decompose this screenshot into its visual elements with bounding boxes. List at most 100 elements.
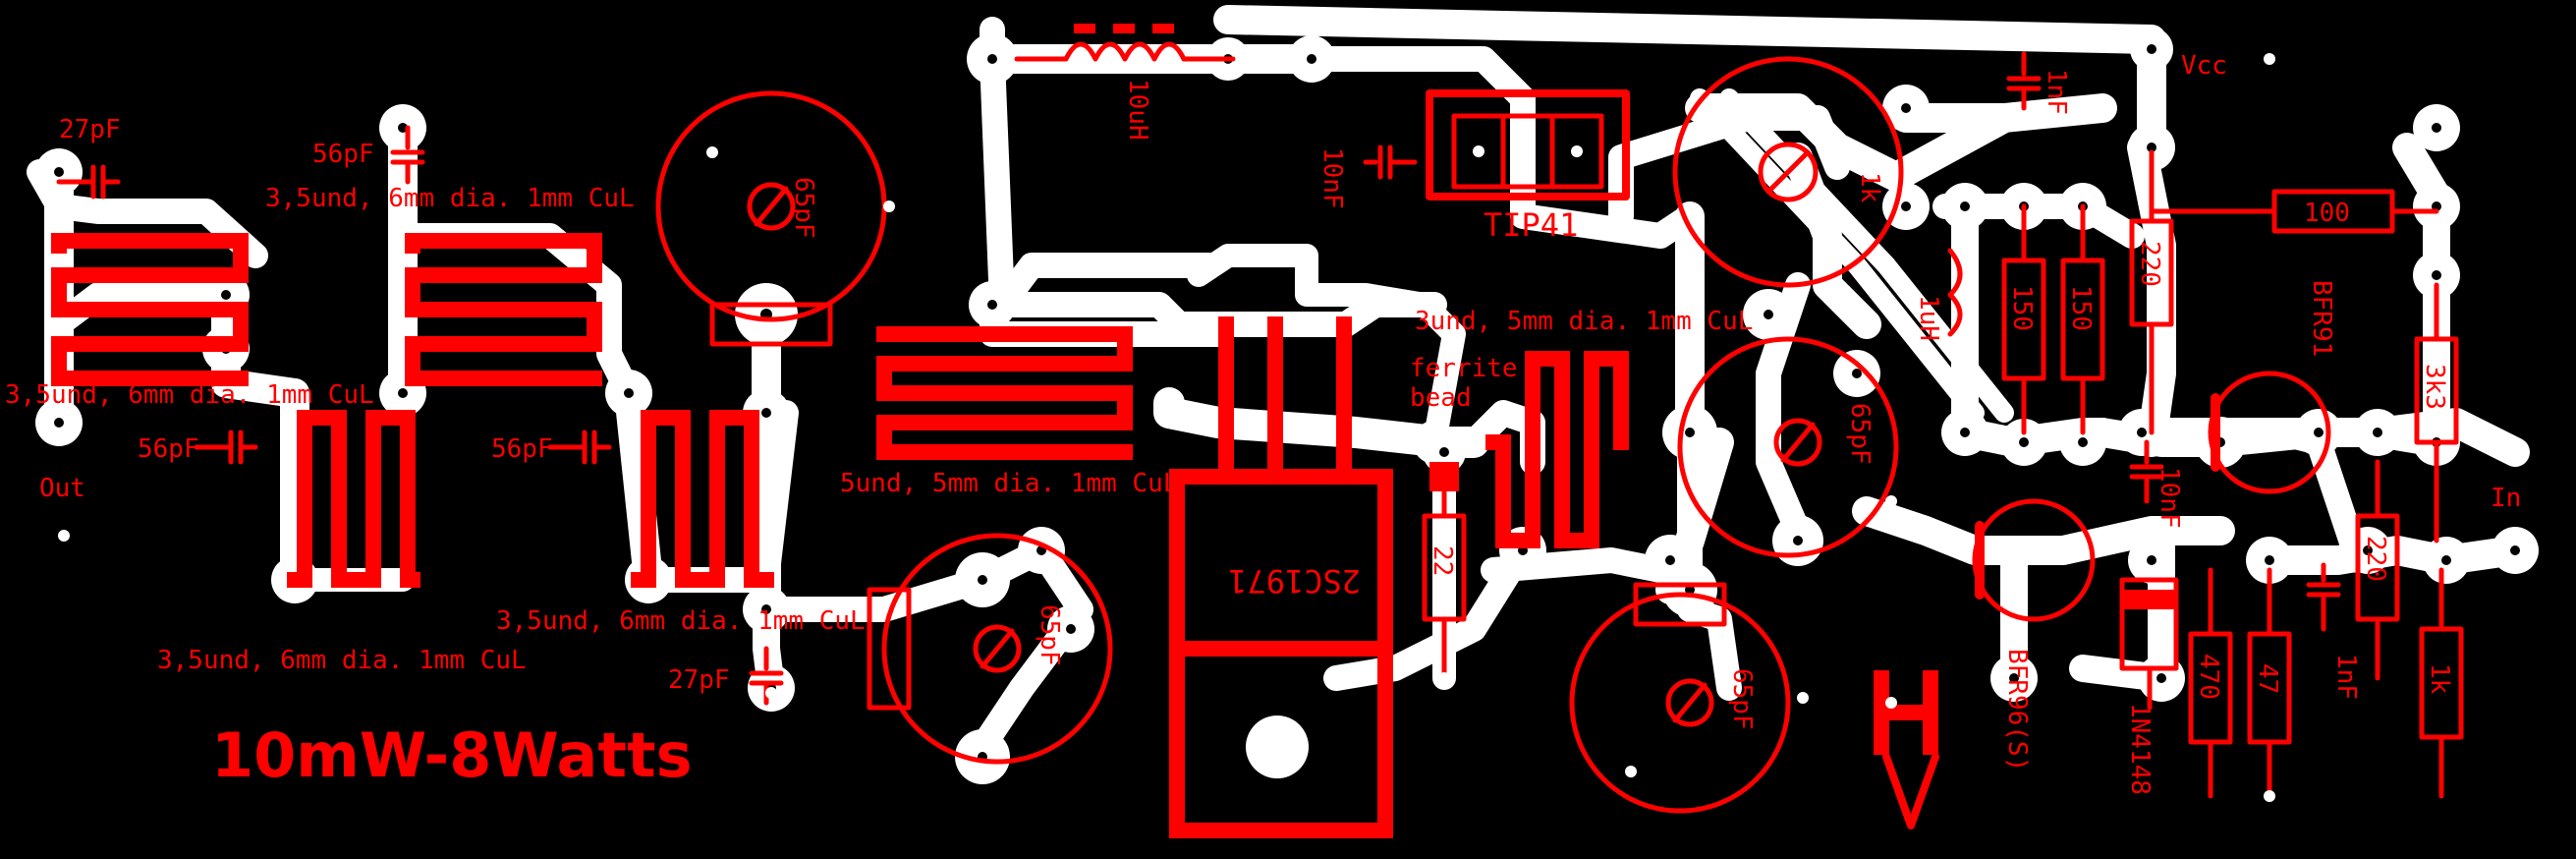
in-label: In bbox=[2491, 484, 2521, 513]
capacitors bbox=[56, 51, 2341, 706]
bead-label: bead bbox=[1410, 383, 1472, 413]
pad bbox=[1288, 35, 1335, 83]
potentiometer-1k: 1k bbox=[1672, 56, 1904, 288]
pad bbox=[1882, 85, 1930, 132]
vias bbox=[58, 53, 2506, 802]
tip41-label: TIP41 bbox=[1484, 206, 1578, 244]
coil-spec-label: 3und, 5mm dia. 1mm CuL bbox=[1415, 307, 1753, 336]
inductor-1uh: 1uH bbox=[1914, 248, 1963, 341]
cap-label-10nf-top: 10nF bbox=[1317, 147, 1347, 209]
resistor-r3k3: 3k3 bbox=[2414, 282, 2459, 544]
resistor-label: 150 bbox=[2007, 285, 2037, 331]
cap-label-1nf-top: 1nF bbox=[2042, 69, 2071, 115]
trimmer-capacitor: 65pF bbox=[1677, 336, 1899, 558]
trimmer-label: 65pF bbox=[1035, 604, 1064, 666]
capacitor bbox=[56, 164, 121, 200]
diode-label: 1N4148 bbox=[2125, 703, 2155, 795]
resistor-label: 220 bbox=[2361, 536, 2390, 582]
resistor-r220-b: 220 bbox=[2355, 459, 2400, 681]
pad bbox=[1743, 289, 1794, 340]
pot-label: 1k bbox=[1855, 172, 1884, 203]
coil-l4 bbox=[631, 410, 774, 588]
pad bbox=[1990, 655, 2038, 702]
trimmer-label: 65pF bbox=[789, 177, 818, 239]
coil-spec-label: 3,5und, 6mm dia. 1mm CuL bbox=[157, 646, 527, 675]
resistor-label: 3k3 bbox=[2420, 364, 2449, 410]
resistor-label: 470 bbox=[2194, 654, 2223, 700]
ferrite-bead bbox=[1429, 462, 1459, 491]
pad bbox=[1645, 535, 1696, 586]
bfr91-label: BFR91 bbox=[2307, 280, 2336, 357]
pad bbox=[35, 399, 83, 446]
coil-l5 bbox=[876, 326, 1133, 460]
pad bbox=[1882, 183, 1930, 230]
vcc-label: Vcc bbox=[2181, 51, 2227, 81]
trimmer-capacitor: 65pF bbox=[867, 533, 1113, 765]
pad bbox=[2413, 104, 2460, 151]
pad bbox=[2423, 537, 2470, 584]
resistor-r1k: 1k bbox=[2419, 567, 2464, 799]
choke-label: 10uH bbox=[1123, 79, 1152, 141]
cap-label-56pf-top: 56pF bbox=[312, 140, 374, 169]
pad bbox=[1018, 527, 1065, 574]
coil-l6 bbox=[1485, 351, 1629, 548]
resistor-label: 100 bbox=[2304, 199, 2350, 228]
resistor-label: 220 bbox=[2135, 241, 2164, 287]
pad bbox=[1772, 515, 1823, 566]
pad bbox=[35, 148, 83, 196]
cap-label-10nf-mid: 10nF bbox=[2155, 467, 2184, 529]
pad bbox=[379, 104, 426, 151]
trimmers: 65pF 65pF 65pF 65pF bbox=[655, 90, 1899, 814]
pad bbox=[1941, 183, 1988, 230]
pad bbox=[743, 586, 790, 633]
capacitor bbox=[2129, 439, 2164, 504]
pad bbox=[969, 281, 1016, 328]
coil-spec-label: 3,5und, 6mm dia. 1mm CuL bbox=[265, 184, 635, 213]
bfr96-transistor: BFR96(S) bbox=[1972, 498, 2096, 772]
resistor-r470: 470 bbox=[2188, 567, 2233, 799]
resistor-label: 1k bbox=[2425, 663, 2454, 695]
pad bbox=[2354, 409, 2401, 456]
pad bbox=[2128, 124, 2175, 171]
pad bbox=[1662, 405, 1717, 460]
resistors: 150 150 220 100 3k3 22 bbox=[1422, 149, 2464, 799]
coil-spec-label: 3,5und, 6mm dia. 1mm CuL bbox=[5, 380, 374, 410]
resistor-label: 47 bbox=[2253, 663, 2282, 694]
cap-label-1nf-bottom: 1nF bbox=[2331, 654, 2361, 700]
2sc1971-transistor: 2SC1971 bbox=[1169, 316, 1393, 838]
pad bbox=[2413, 183, 2460, 230]
inductor-label: 1uH bbox=[1914, 295, 1943, 341]
resistor-r150-a: 150 bbox=[2001, 203, 2046, 435]
pad bbox=[2492, 527, 2539, 574]
pad bbox=[1941, 409, 1988, 456]
resistor-r100: 100 bbox=[2149, 189, 2439, 234]
resistor-label: 22 bbox=[1428, 545, 1457, 576]
1n4148-diode: 1N4148 bbox=[2119, 577, 2179, 795]
capacitor bbox=[194, 430, 258, 465]
capacitor bbox=[2306, 562, 2341, 632]
trimmer-capacitor: 65pF bbox=[1569, 582, 1791, 814]
trimmer-label: 65pF bbox=[1727, 668, 1757, 730]
cap-label-27pf-left: 27pF bbox=[59, 115, 121, 144]
capacitor bbox=[547, 430, 612, 465]
pad bbox=[2000, 419, 2047, 466]
transistor-label: 2SC1971 bbox=[1228, 562, 1361, 600]
out-label: Out bbox=[39, 474, 85, 503]
semiconductors: 10uH TIP41 1k 2SC1971 bbox=[1014, 24, 2336, 838]
coil-spec-label: 3,5und, 6mm dia. 1mm CuL bbox=[496, 606, 866, 636]
capacitor bbox=[1363, 144, 1418, 180]
annotations: 27pF 56pF 3,5und, 6mm dia. 1mm CuL 3,5un… bbox=[5, 51, 2521, 791]
cap-label-56pf-mid: 56pF bbox=[491, 434, 553, 464]
resistor-r220-a: 220 bbox=[2129, 149, 2174, 435]
bfr96-label: BFR96(S) bbox=[2002, 649, 2032, 772]
pad bbox=[2128, 537, 2175, 584]
pad bbox=[2246, 537, 2293, 584]
coil-l2 bbox=[287, 410, 420, 588]
trimmer-label: 65pF bbox=[1845, 403, 1875, 465]
pad bbox=[1833, 350, 1880, 397]
resistor-label: 150 bbox=[2066, 285, 2096, 331]
pad bbox=[2413, 252, 2460, 299]
cap-label-56pf-left: 56pF bbox=[138, 434, 199, 464]
capacitor bbox=[390, 125, 425, 185]
